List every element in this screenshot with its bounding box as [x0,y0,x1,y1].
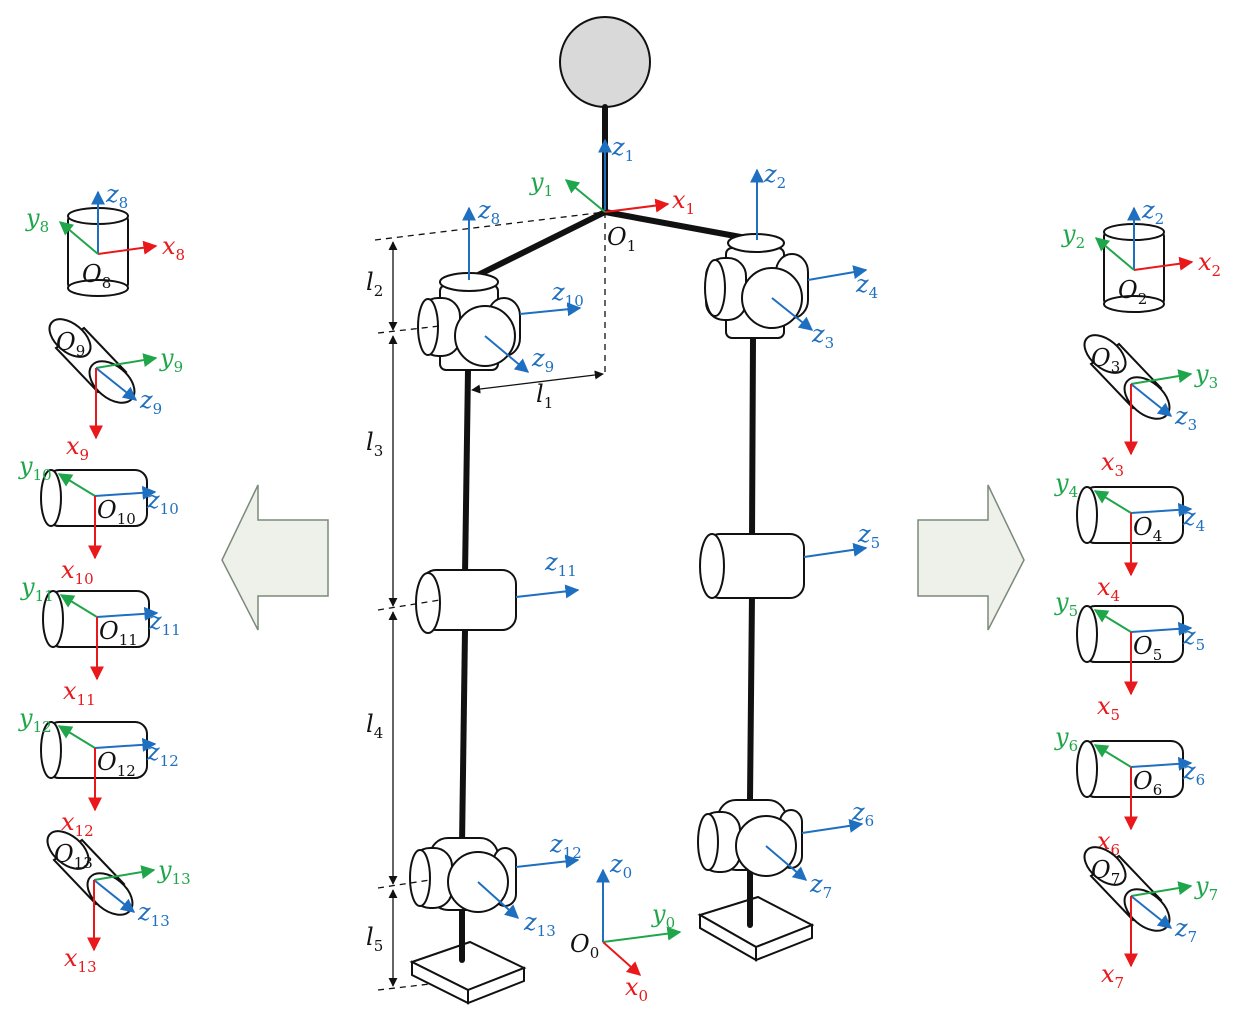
label-y8: y8 [25,204,49,236]
label-x12: x12 [61,808,94,840]
label-y7: y7 [1194,872,1218,904]
main-axes [462,138,868,976]
label-z8: z8 [105,180,128,212]
label-l5: l5 [366,923,383,955]
label-O4: O4 [1133,513,1162,545]
label-l2: l2 [366,268,383,300]
label-z10: z10 [146,486,179,518]
right-hip-link [602,209,760,243]
label-y12: y12 [18,704,52,736]
label-z4: z4 [855,270,878,302]
label-O5: O5 [1133,632,1162,664]
label-z10: z10 [551,278,584,310]
right-shank-link [747,592,755,803]
left-hip-link [465,209,608,283]
frame-9-cylinder [48,318,136,404]
label-z11: z11 [544,548,577,580]
label-x11: x11 [63,677,96,709]
label-z0: z0 [609,850,632,882]
label-x3: x3 [1101,448,1124,480]
label-O10: O10 [97,496,136,528]
right-arrow-shape [917,484,1025,631]
label-z4: z4 [1182,503,1205,535]
label-y3: y3 [1194,360,1218,392]
main-labels: z1 y1 x1 O1 z2 z8 z10 z9 z4 z3 z11 z5 z1… [366,133,880,1005]
label-O11: O11 [99,617,138,649]
label-z7: z7 [1174,914,1197,946]
label-y13: y13 [157,856,191,888]
right-thigh-link [749,335,756,543]
label-y0: y0 [651,900,675,932]
label-z2: z2 [1141,196,1164,228]
label-z5: z5 [857,520,880,552]
label-x13: x13 [64,944,97,976]
label-y6: y6 [1054,723,1078,755]
label-x1: x1 [672,186,695,218]
label-z9: z9 [531,344,554,376]
head-circle [559,16,651,108]
label-z5: z5 [1182,622,1205,654]
label-z13: z13 [523,908,556,940]
right-foot [697,895,815,962]
right-hip-joint [704,233,809,339]
label-O12: O12 [97,748,136,780]
label-z9: z9 [139,386,162,418]
left-shank-link [459,627,468,848]
label-y1: y1 [529,168,553,200]
label-z2: z2 [763,160,786,192]
label-x5: x5 [1097,692,1120,724]
label-y4: y4 [1054,469,1078,501]
label-z3: z3 [811,320,834,352]
right-ankle-joint [697,799,803,877]
label-O8: O8 [82,260,111,292]
label-z3: z3 [1174,402,1197,434]
label-l4: l4 [366,710,383,742]
label-y5: y5 [1054,588,1078,620]
label-z7: z7 [809,870,832,902]
frame-7-cylinder [1083,846,1171,932]
label-O6: O6 [1133,767,1162,799]
label-O2: O2 [1118,276,1147,308]
label-y9: y9 [159,344,183,376]
label-x8: x8 [162,232,185,264]
left-hip-joint [417,272,521,371]
label-x2: x2 [1198,248,1221,280]
label-y11: y11 [20,573,54,605]
label-O9: O9 [56,328,85,360]
left-thigh-link [462,367,471,578]
label-z13: z13 [137,898,170,930]
frame-3-cylinder [1083,334,1171,420]
label-l1: l1 [536,380,553,412]
label-O1: O1 [607,223,636,255]
label-z6: z6 [1182,757,1205,789]
label-l3: l3 [366,428,383,460]
label-y2: y2 [1061,220,1085,252]
label-z6: z6 [851,798,874,830]
label-O7: O7 [1091,856,1120,888]
label-x10: x10 [61,556,94,588]
label-z8: z8 [477,196,500,228]
label-x7: x7 [1101,960,1124,992]
label-z1: z1 [611,133,634,165]
label-O0: O0 [570,930,599,962]
right-knee-joint [699,533,805,599]
left-arrow-shape [221,484,329,631]
label-z12: z12 [146,738,179,770]
label-x9: x9 [66,432,89,464]
label-O13: O13 [54,840,93,872]
label-z12: z12 [549,830,582,862]
dimension-lines [374,211,606,991]
label-O3: O3 [1091,344,1120,376]
label-z11: z11 [148,607,181,639]
label-x4: x4 [1097,573,1120,605]
left-foot [409,940,527,1005]
label-x0: x0 [625,973,648,1005]
label-y10: y10 [18,452,52,484]
left-knee-joint [415,569,517,634]
